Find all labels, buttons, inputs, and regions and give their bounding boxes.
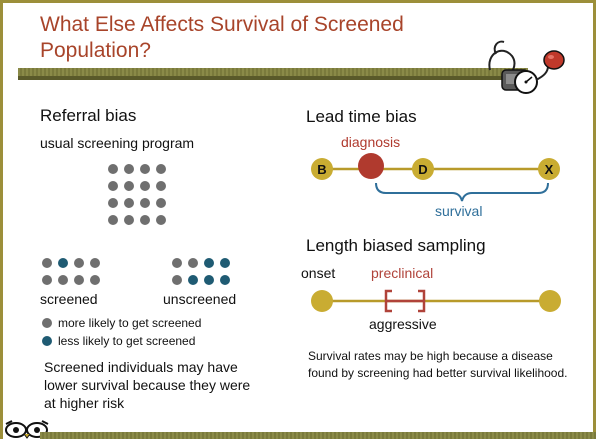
legend-gray-dot [42, 318, 52, 328]
gray-person-dot [124, 198, 134, 208]
survival-brace [375, 182, 549, 202]
screened-population-dots [42, 258, 100, 285]
title-underline-bar [18, 68, 528, 76]
referral-bias-heading: Referral bias [40, 106, 137, 125]
frame-left-border [0, 0, 3, 439]
end-circle [539, 290, 561, 312]
gray-person-dot [90, 275, 100, 285]
gray-person-dot [156, 164, 166, 174]
legend-gray-label: more likely to get screened [58, 316, 202, 330]
gray-person-dot [42, 258, 52, 268]
legend-blue-label: less likely to get screened [58, 334, 196, 348]
gray-person-dot [108, 215, 118, 225]
onset-circle [311, 290, 333, 312]
central-population-dots [108, 164, 166, 225]
gray-person-dot [156, 198, 166, 208]
node-x-circle [538, 158, 560, 180]
blue-person-dot [220, 275, 230, 285]
unscreened-population-dots [172, 258, 230, 285]
unscreened-label: unscreened [163, 291, 237, 307]
gray-person-dot [124, 164, 134, 174]
diagnosis-marker [358, 153, 384, 179]
bottom-border-bar [40, 432, 596, 439]
gray-person-dot [156, 215, 166, 225]
referral-conclusion-text: Screened individuals may have lower surv… [44, 359, 251, 411]
node-b-circle [311, 158, 333, 180]
title-underline-shadow [18, 76, 528, 80]
node-d-circle [412, 158, 434, 180]
onset-label: onset [301, 265, 336, 281]
gray-person-dot [108, 164, 118, 174]
gray-person-dot [90, 258, 100, 268]
gray-person-dot [156, 181, 166, 191]
gray-person-dot [58, 275, 68, 285]
gray-person-dot [140, 215, 150, 225]
length-conclusion-text: Survival rates may be high because a dis… [308, 349, 568, 380]
lead-time-bias-heading: Lead time bias [306, 107, 417, 126]
gray-person-dot [74, 275, 84, 285]
node-x-label: X [545, 162, 554, 177]
blue-person-dot [58, 258, 68, 268]
gray-person-dot [140, 198, 150, 208]
screened-label: screened [40, 291, 98, 307]
gray-person-dot [172, 258, 182, 268]
length-biased-diagram [311, 289, 561, 313]
blue-person-dot [188, 275, 198, 285]
node-d-label: D [418, 162, 427, 177]
diagnosis-label: diagnosis [341, 134, 401, 150]
gray-person-dot [188, 258, 198, 268]
frame-top-border [0, 0, 596, 3]
slide-title: What Else Affects Survival of Screened P… [40, 13, 404, 62]
lead-time-diagram: B D X [311, 153, 560, 202]
gray-person-dot [124, 181, 134, 191]
survival-label: survival [435, 203, 483, 219]
gray-person-dot [140, 164, 150, 174]
stethoscope-blood-pressure-icon [488, 40, 565, 94]
gray-person-dot [108, 198, 118, 208]
length-biased-sampling-heading: Length biased sampling [306, 236, 486, 255]
usual-screening-label: usual screening program [40, 135, 195, 151]
node-b-label: B [317, 162, 326, 177]
frame-right-border [593, 0, 596, 439]
gray-person-dot [172, 275, 182, 285]
blue-person-dot [204, 258, 214, 268]
gray-person-dot [140, 181, 150, 191]
preclinical-label: preclinical [371, 265, 434, 281]
gray-person-dot [108, 181, 118, 191]
owl-eyes-icon [5, 420, 49, 439]
gray-person-dot [74, 258, 84, 268]
legend-blue-dot [42, 336, 52, 346]
gray-person-dot [42, 275, 52, 285]
aggressive-label: aggressive [369, 316, 437, 332]
blue-person-dot [204, 275, 214, 285]
gray-person-dot [124, 215, 134, 225]
blue-person-dot [220, 258, 230, 268]
